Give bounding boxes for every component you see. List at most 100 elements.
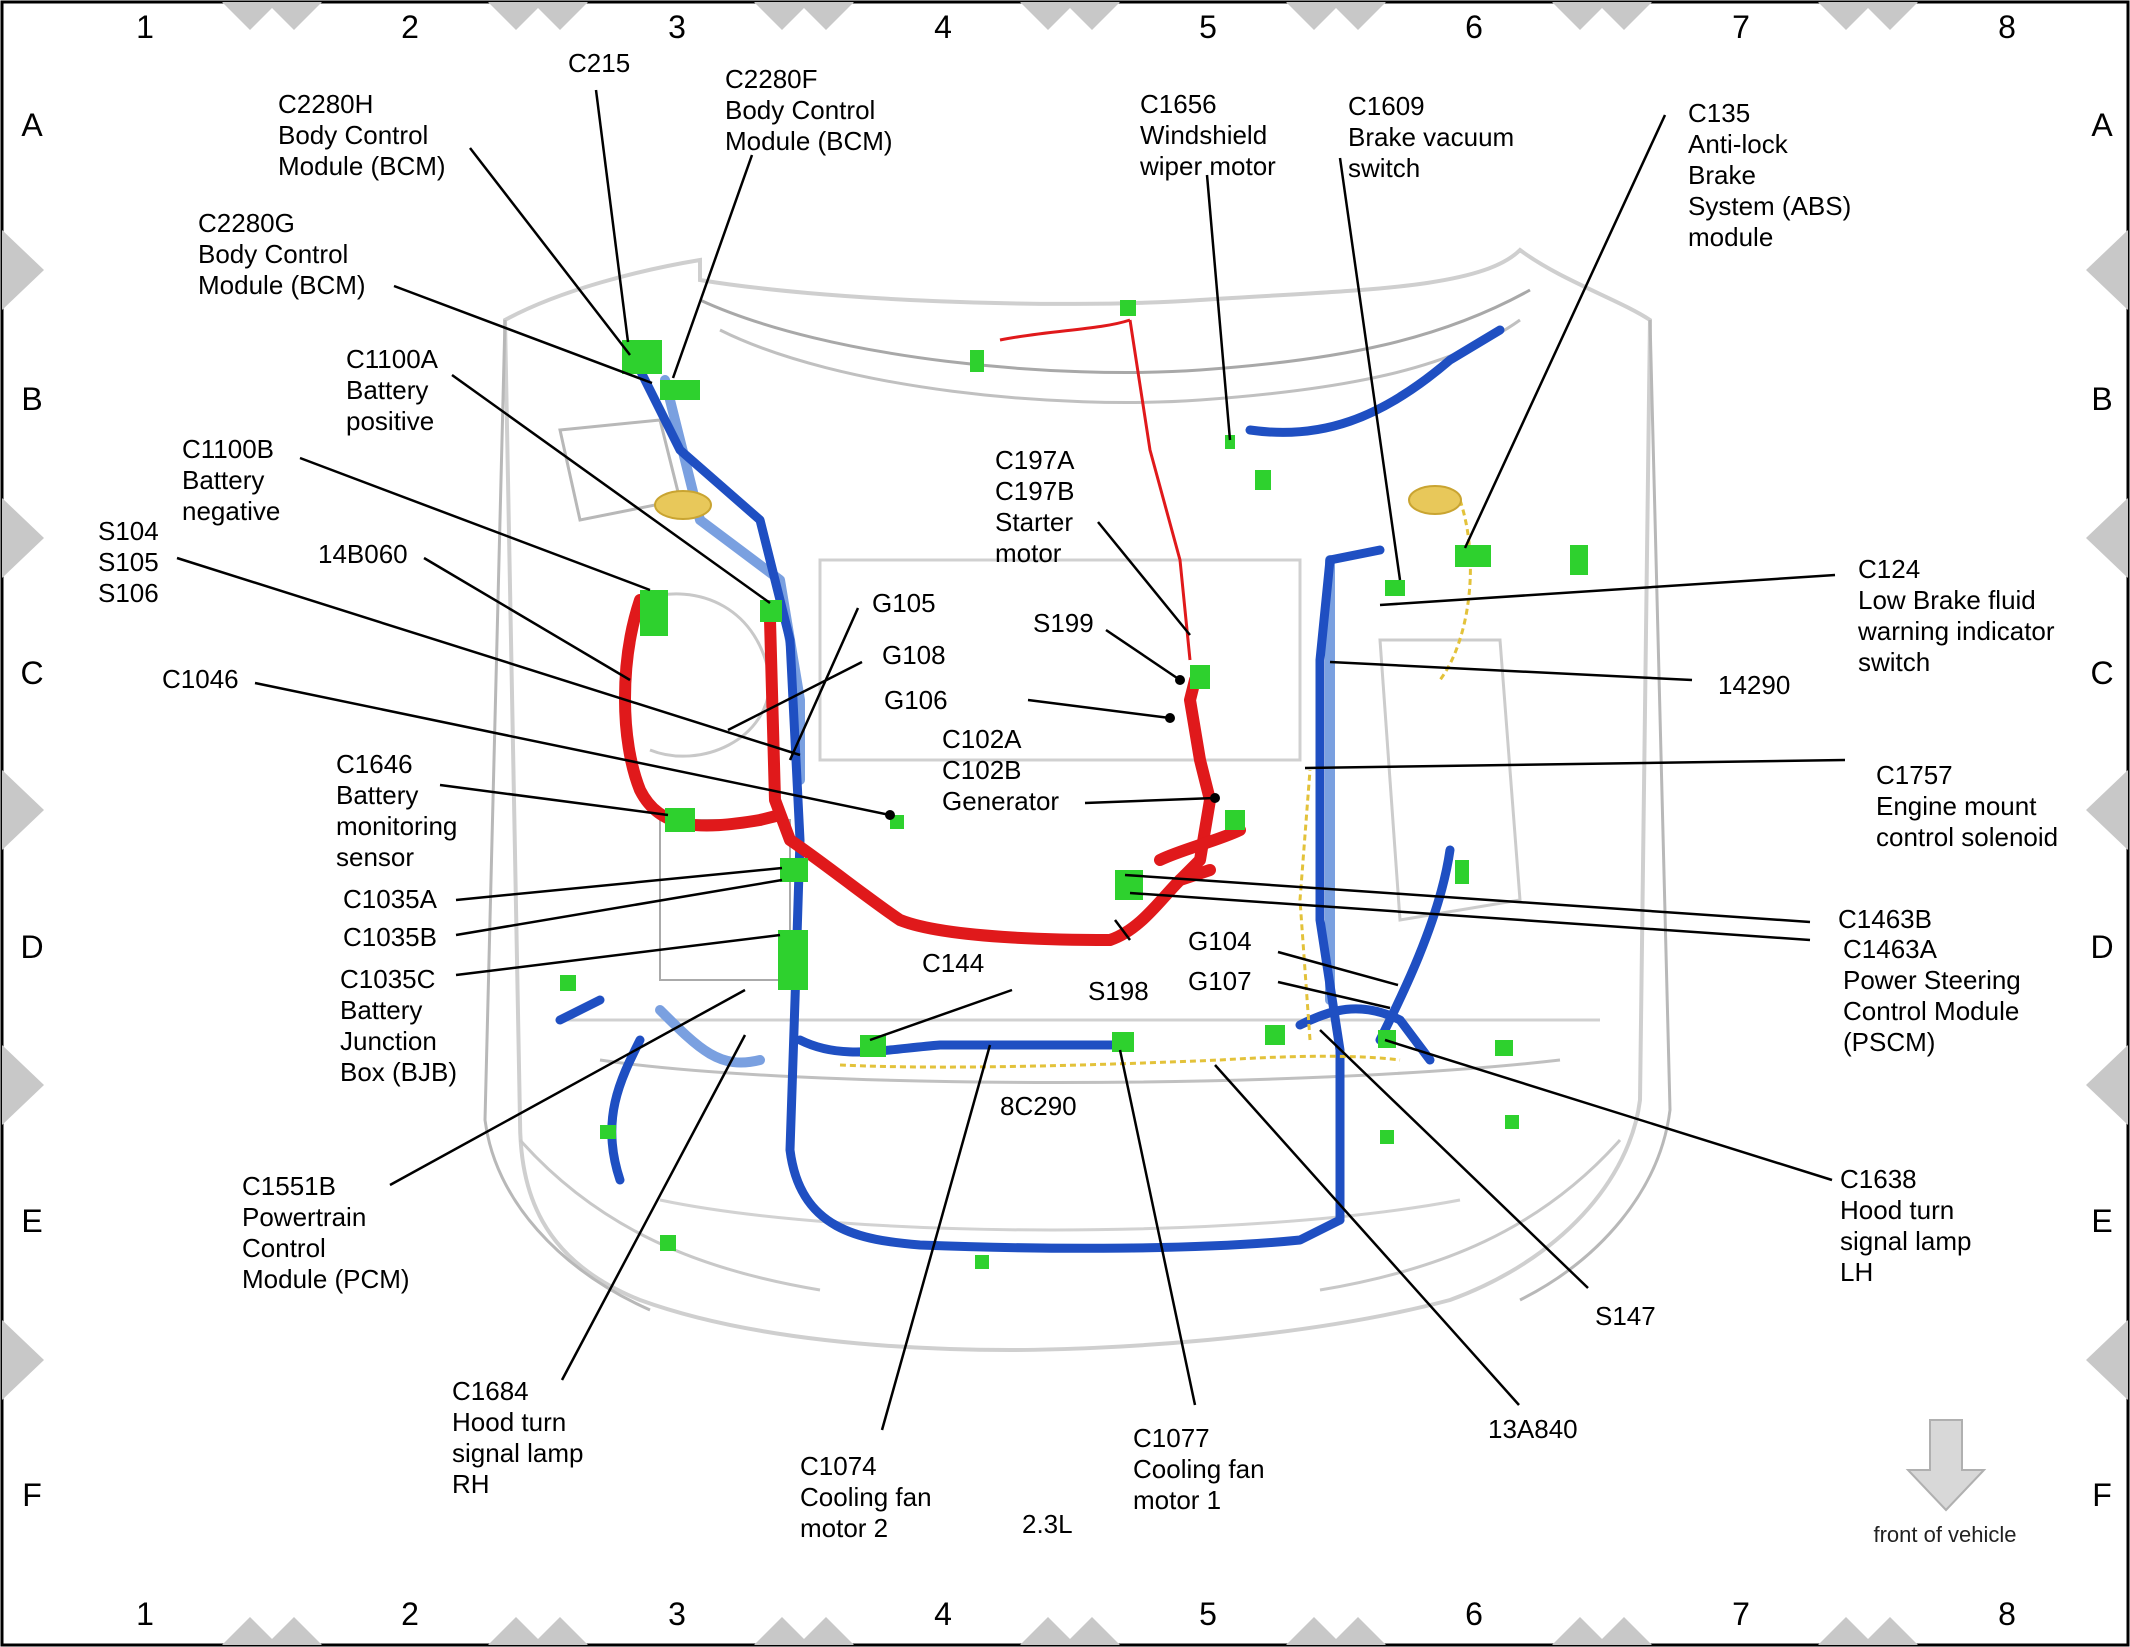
- label-c1035a: C1035A: [343, 884, 438, 914]
- grid-col-8-top: 8: [1998, 9, 2016, 45]
- label-c135: C135 Anti-lock Brake System (ABS) module: [1688, 98, 1858, 252]
- connector-pscm: [1455, 860, 1469, 884]
- connector-c1100b: [640, 590, 668, 636]
- label-c1035c: C1035C Battery Junction Box (BJB): [340, 964, 457, 1087]
- grid-col-2-top: 2: [401, 9, 419, 45]
- grid-col-6-bottom: 6: [1465, 1596, 1483, 1632]
- connector-left-bottom: [660, 1235, 676, 1251]
- connector-c1656: [1225, 435, 1235, 449]
- connector-gen-side: [1225, 810, 1245, 830]
- connector-right-lamp: [1495, 1040, 1513, 1056]
- grid-col-4-top: 4: [934, 9, 952, 45]
- grid-row-letters-left: A B C D E F: [20, 107, 43, 1513]
- label-c144: C144: [922, 948, 984, 978]
- label-c1646: C1646 Battery monitoring sensor: [336, 749, 465, 872]
- grid-column-numbers-bottom: 1 2 3 4 5 6 7 8: [136, 1596, 2016, 1632]
- grid-col-6-top: 6: [1465, 9, 1483, 45]
- grid-column-numbers-top: 1 2 3 4 5 6 7 8: [136, 9, 2016, 45]
- label-c1100b: C1100B Battery negative: [182, 434, 281, 526]
- grid-col-3-top: 3: [668, 9, 686, 45]
- connector-left-lower-2: [600, 1125, 616, 1139]
- label-c1100a: C1100A Battery positive: [346, 344, 444, 436]
- grid-row-d-right: D: [2090, 929, 2113, 965]
- bottom-grid-triangles: [222, 1617, 1918, 1645]
- leader-lines: [176, 89, 1846, 1431]
- grid-row-f-left: F: [22, 1477, 42, 1513]
- grid-col-4-bottom: 4: [934, 1596, 952, 1632]
- grid-col-8-bottom: 8: [1998, 1596, 2016, 1632]
- label-c1463b: C1463B: [1838, 904, 1932, 934]
- connector-top-small: [970, 350, 984, 372]
- label-c1551b: C1551B Powertrain Control Module (PCM): [242, 1171, 410, 1294]
- label-g108: G108: [882, 640, 946, 670]
- harness-light-blue: [655, 375, 1335, 1068]
- label-c2280f: C2280F Body Control Module (BCM): [725, 64, 893, 156]
- grid-row-b-left: B: [21, 381, 42, 417]
- connector-s147: [1378, 1030, 1396, 1048]
- green-connectors: [560, 300, 1588, 1269]
- harness-thin-red: [999, 318, 1192, 661]
- grid-col-5-top: 5: [1199, 9, 1217, 45]
- label-title-2-3l: 2.3L: [1022, 1509, 1073, 1539]
- label-c1684: C1684 Hood turn signal lamp RH: [452, 1376, 591, 1499]
- label-g105: G105: [872, 588, 936, 618]
- grid-col-3-bottom: 3: [668, 1596, 686, 1632]
- connector-c1638-left: [1265, 1025, 1285, 1045]
- label-c124: C124 Low Brake fluid warning indicator s…: [1857, 554, 2062, 677]
- callout-labels: C215 C2280H Body Control Module (BCM) C2…: [98, 48, 2062, 1543]
- connector-right-mid: [1380, 1130, 1394, 1144]
- harness-yellow: [839, 499, 1472, 1069]
- connector-c2280f: [660, 380, 700, 400]
- connector-c144: [860, 1035, 886, 1057]
- label-c102a-c102b: C102A C102B Generator: [942, 724, 1059, 816]
- grid-row-c-right: C: [2090, 655, 2113, 691]
- label-s198: S198: [1088, 976, 1149, 1006]
- label-c2280g: C2280G Body Control Module (BCM): [198, 208, 366, 300]
- connector-wiper-group: [1255, 470, 1271, 490]
- connector-right-lower: [1505, 1115, 1519, 1129]
- label-s199: S199: [1033, 608, 1094, 638]
- grid-col-5-bottom: 5: [1199, 1596, 1217, 1632]
- connector-c1035c: [778, 930, 808, 990]
- grid-row-d-left: D: [20, 929, 43, 965]
- label-c1035b: C1035B: [343, 922, 437, 952]
- connector-top-mid: [1120, 300, 1136, 316]
- connector-c197: [1190, 665, 1210, 689]
- label-13a840: 13A840: [1488, 1414, 1578, 1444]
- grid-col-2-bottom: 2: [401, 1596, 419, 1632]
- front-of-vehicle-indicator: front of vehicle: [1873, 1419, 2017, 1547]
- left-grid-triangles: [2, 230, 44, 1400]
- grid-row-b-right: B: [2091, 381, 2112, 417]
- grid-row-a-left: A: [21, 107, 43, 143]
- front-of-vehicle-label: front of vehicle: [1873, 1522, 2016, 1547]
- connector-left-lower-1: [560, 975, 576, 991]
- label-c1656: C1656 Windshield wiper motor: [1139, 89, 1276, 181]
- label-c197a-c197b: C197A C197B Starter motor: [995, 445, 1082, 568]
- connector-c1077: [1112, 1032, 1134, 1052]
- grid-row-a-right: A: [2091, 107, 2113, 143]
- gold-components: [654, 485, 1462, 520]
- grid-row-e-right: E: [2091, 1203, 2112, 1239]
- label-c1638: C1638 Hood turn signal lamp LH: [1840, 1164, 1979, 1287]
- grid-row-letters-right: A B C D E F: [2090, 107, 2113, 1513]
- connector-c135: [1455, 545, 1491, 567]
- label-c1074: C1074 Cooling fan motor 2: [800, 1451, 939, 1543]
- label-c1077: C1077 Cooling fan motor 1: [1133, 1423, 1272, 1515]
- connector-c1035a: [780, 858, 808, 882]
- grid-row-e-left: E: [21, 1203, 42, 1239]
- connector-c1100a: [760, 600, 782, 622]
- label-g107: G107: [1188, 966, 1252, 996]
- label-14b060: 14B060: [318, 539, 408, 569]
- connector-right-upper: [1570, 545, 1588, 575]
- label-c1046: C1046: [162, 664, 239, 694]
- down-arrow-icon: [1905, 1419, 1987, 1512]
- grid-col-1-top: 1: [136, 9, 154, 45]
- label-g106: G106: [884, 685, 948, 715]
- harness-red: [619, 594, 1246, 946]
- grid-col-7-top: 7: [1732, 9, 1750, 45]
- grid-row-f-right: F: [2092, 1477, 2112, 1513]
- label-c1463a: C1463A Power Steering Control Module (PS…: [1843, 934, 2028, 1057]
